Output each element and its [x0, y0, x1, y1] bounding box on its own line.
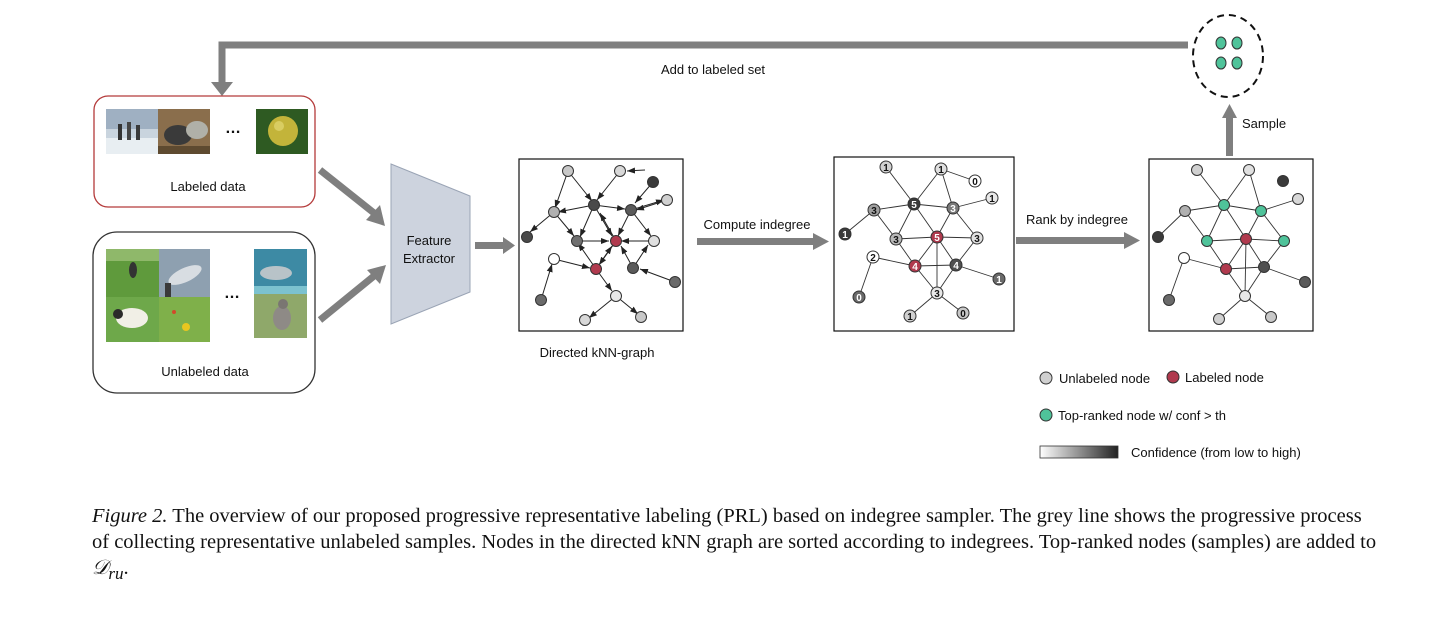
graph3-nodes [1152, 164, 1311, 325]
svg-text:1: 1 [842, 230, 848, 241]
labeled-to-extractor-arrow [317, 167, 385, 226]
indegree-label: 3 [934, 289, 940, 300]
compute-indegree-arrow [697, 233, 829, 250]
graph1-nodes [521, 165, 681, 326]
legend-labeled: Labeled node [1166, 370, 1264, 385]
indegree-label: 1 [989, 194, 995, 205]
feature-extractor: Feature Extractor [390, 163, 471, 325]
caption-math-symbol: 𝒟 [92, 557, 109, 579]
labeled-ellipsis: … [225, 120, 241, 137]
indegree-label: 3 [974, 234, 980, 245]
indegree-label: 3 [893, 235, 899, 246]
compute-indegree-label: Compute indegree [704, 217, 811, 232]
unlabeled-data-box: … Unlabeled data [92, 231, 316, 394]
graph2-indegree-labels: 1 1 0 1 3 5 3 3 5 3 2 4 4 1 0 3 1 0 [856, 163, 1002, 323]
indegree-label: 1 [907, 312, 913, 323]
indegree-label: 1 [883, 163, 889, 174]
unlabeled-image-cat [254, 294, 307, 338]
indegree-label: 1 [996, 275, 1002, 286]
extractor-to-graph-arrow [475, 237, 515, 254]
sampled-set [1192, 14, 1264, 98]
indegree-graph-panel: 1 1 0 1 3 5 3 3 5 3 2 4 4 1 0 3 1 0 1 [833, 156, 1015, 332]
ranked-graph-panel [1148, 158, 1314, 332]
rank-by-indegree-label: Rank by indegree [1026, 212, 1128, 227]
legend-confidence-label: Confidence (from low to high) [1131, 445, 1301, 460]
labeled-image-skiers [106, 109, 158, 154]
feature-extractor-label-line1: Feature [407, 233, 452, 248]
feature-extractor-label-line2: Extractor [403, 251, 456, 266]
legend-unlabeled: Unlabeled node [1039, 371, 1150, 386]
indegree-label: 5 [911, 200, 917, 211]
unlabeled-to-extractor-arrow [317, 265, 386, 323]
prl-diagram: Add to labeled set Sample … [92, 14, 1314, 460]
graph2-nodes [838, 160, 1006, 323]
caption-text: The overview of our proposed progressive… [92, 505, 1377, 553]
legend-labeled-label: Labeled node [1185, 370, 1264, 385]
directed-knn-graph-label: Directed kNN-graph [540, 345, 655, 360]
caption-end: . [123, 557, 129, 579]
indegree-label: 3 [950, 204, 956, 215]
unlabeled-data-label: Unlabeled data [161, 364, 249, 379]
add-to-labeled-set-label: Add to labeled set [661, 62, 765, 77]
caption-figure-label: Figure 2. [92, 505, 168, 527]
labeled-data-box: … Labeled data [93, 95, 316, 208]
indegree-label: 0 [960, 309, 966, 320]
unlabeled-ellipsis: … [224, 285, 240, 302]
labeled-data-label: Labeled data [170, 179, 246, 194]
directed-knn-graph-panel [518, 158, 684, 332]
indegree-label: 2 [870, 253, 876, 264]
indegree-label: 1 [938, 165, 944, 176]
indegree-label: 4 [912, 262, 918, 273]
sample-label: Sample [1242, 116, 1286, 131]
legend-top-ranked: Top-ranked node w/ conf > th [1039, 408, 1226, 423]
indegree-label: 3 [871, 206, 877, 217]
isolated-indegree-node: 1 [842, 230, 848, 241]
indegree-label: 4 [953, 261, 959, 272]
indegree-label: 0 [972, 177, 978, 188]
sample-arrow [1222, 104, 1237, 156]
indegree-label: 5 [934, 233, 940, 244]
figure-caption: Figure 2. The overview of our proposed p… [92, 503, 1382, 587]
unlabeled-image-seal [254, 249, 307, 294]
indegree-label: 0 [856, 293, 862, 304]
legend-unlabeled-label: Unlabeled node [1059, 371, 1150, 386]
unlabeled-image-field [106, 249, 159, 297]
legend-confidence: Confidence (from low to high) [1039, 445, 1301, 460]
feedback-loop-arrow [211, 41, 1188, 96]
caption-math-subscript: ru [108, 564, 124, 584]
unlabeled-image-fish [159, 249, 210, 297]
rank-by-indegree-arrow [1016, 232, 1140, 249]
labeled-image-animals [158, 109, 210, 154]
legend-top-ranked-label: Top-ranked node w/ conf > th [1058, 408, 1226, 423]
unlabeled-image-grass [159, 297, 210, 342]
unlabeled-image-sheep [106, 297, 159, 342]
labeled-image-fruit [256, 109, 308, 154]
legend: Unlabeled node Labeled node Top-ranked n… [1039, 370, 1301, 460]
